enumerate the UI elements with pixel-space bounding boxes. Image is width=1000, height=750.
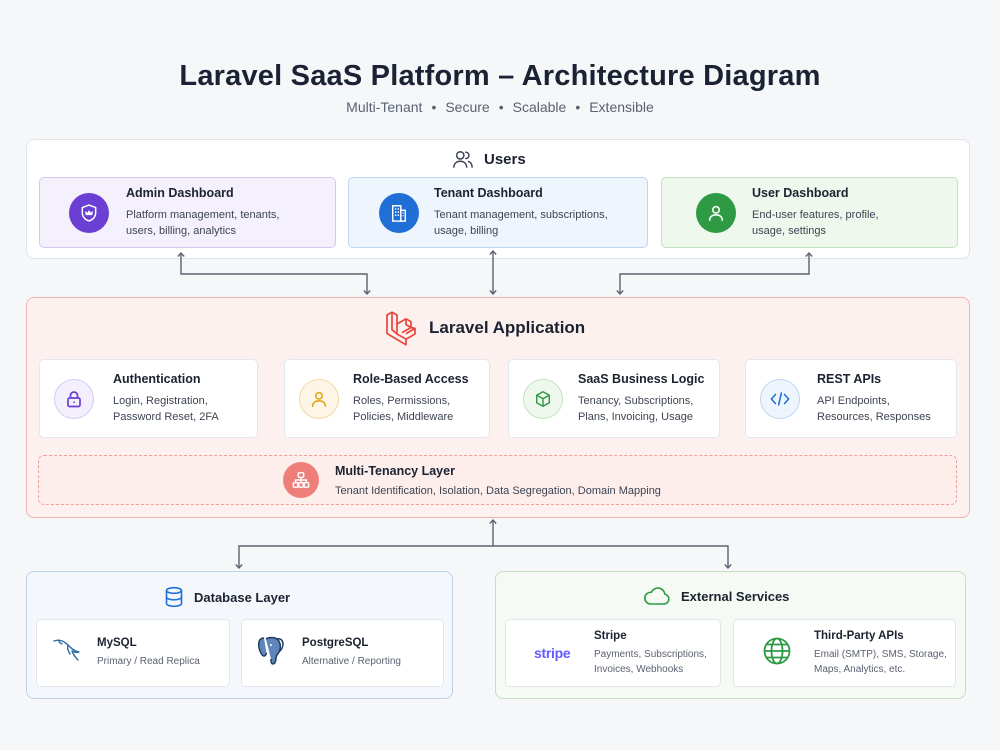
third-party-apis-title: Third-Party APIs <box>814 629 904 642</box>
external-services-header: External Services <box>643 586 789 606</box>
arrow-admin-to-app <box>177 251 371 296</box>
laravel-application-panel: Laravel Application Authentication Login… <box>26 297 970 518</box>
admin-dashboard-desc-1: Platform management, tenants, <box>126 209 280 221</box>
role-based-access-card[interactable]: Role-Based Access Roles, Permissions, Po… <box>284 359 490 438</box>
role-based-access-title: Role-Based Access <box>353 372 469 386</box>
tag-multi-tenant: Multi-Tenant <box>346 99 423 115</box>
tag-secure: Secure <box>445 99 490 115</box>
external-services-title: External Services <box>681 588 790 604</box>
authentication-card[interactable]: Authentication Login, Registration, Pass… <box>39 359 258 438</box>
rest-apis-desc-2: Resources, Responses <box>817 411 931 423</box>
third-party-apis-desc-2: Maps, Analytics, etc. <box>814 663 906 675</box>
stripe-desc-1: Payments, Subscriptions, <box>594 648 707 660</box>
tag-extensible: Extensible <box>589 99 654 115</box>
multi-tenancy-title: Multi-Tenancy Layer <box>335 464 455 478</box>
laravel-title: Laravel Application <box>429 318 586 337</box>
database-header: Database Layer <box>164 586 290 608</box>
lock-icon <box>54 378 94 419</box>
saas-business-logic-desc-1: Tenancy, Subscriptions, <box>578 395 694 407</box>
role-based-access-desc-2: Policies, Middleware <box>353 411 454 423</box>
admin-dashboard-desc-2: users, billing, analytics <box>126 225 237 237</box>
laravel-logo-icon <box>386 311 416 346</box>
database-icon <box>165 586 183 608</box>
third-party-apis-card[interactable]: Third-Party APIs Email (SMTP), SMS, Stor… <box>733 619 956 687</box>
user-icon <box>696 192 736 233</box>
building-icon <box>379 192 419 233</box>
page-title: Laravel SaaS Platform – Architecture Dia… <box>179 60 821 92</box>
saas-business-logic-title: SaaS Business Logic <box>578 372 705 386</box>
tenant-dashboard-title: Tenant Dashboard <box>434 186 543 200</box>
stripe-card[interactable]: stripe Stripe Payments, Subscriptions, I… <box>505 619 721 687</box>
tenant-dashboard-desc-1: Tenant management, subscriptions, <box>434 209 608 221</box>
multi-tenancy-desc: Tenant Identification, Isolation, Data S… <box>335 485 661 497</box>
postgresql-desc: Alternative / Reporting <box>302 656 401 667</box>
rest-apis-desc-1: API Endpoints, <box>817 395 890 407</box>
database-title: Database Layer <box>194 589 291 605</box>
arrow-app-to-external <box>493 545 732 570</box>
user-dashboard-desc-2: usage, settings <box>752 225 826 237</box>
multi-tenancy-layer: Multi-Tenancy Layer Tenant Identificatio… <box>38 455 957 505</box>
code-icon <box>760 378 800 419</box>
dolphin-icon <box>51 636 83 671</box>
stripe-desc-2: Invoices, Webhooks <box>594 663 684 675</box>
admin-dashboard-card[interactable]: Admin Dashboard Platform management, ten… <box>39 177 336 248</box>
third-party-apis-desc-1: Email (SMTP), SMS, Storage, <box>814 648 947 660</box>
authentication-desc-2: Password Reset, 2FA <box>113 411 219 423</box>
admin-dashboard-title: Admin Dashboard <box>126 186 234 200</box>
user-dashboard-desc-1: End-user features, profile, <box>752 209 879 221</box>
saas-business-logic-desc-2: Plans, Invoicing, Usage <box>578 411 693 423</box>
rest-apis-card[interactable]: REST APIs API Endpoints, Resources, Resp… <box>745 359 957 438</box>
cube-icon <box>523 378 563 419</box>
user-dashboard-title: User Dashboard <box>752 186 849 200</box>
authentication-title: Authentication <box>113 372 201 386</box>
user-dashboard-card[interactable]: User Dashboard End-user features, profil… <box>661 177 958 248</box>
arrow-user-to-app <box>616 251 813 296</box>
cloud-icon <box>644 587 670 605</box>
tenant-dashboard-card[interactable]: Tenant Dashboard Tenant management, subs… <box>348 177 648 248</box>
globe-icon <box>762 636 792 671</box>
mysql-desc: Primary / Read Replica <box>97 656 200 667</box>
tag-scalable: Scalable <box>512 99 567 115</box>
mysql-card[interactable]: MySQL Primary / Read Replica <box>36 619 230 687</box>
postgresql-title: PostgreSQL <box>302 637 369 649</box>
tenant-dashboard-desc-2: usage, billing <box>434 225 499 237</box>
rest-apis-title: REST APIs <box>817 372 882 386</box>
arrow-app-to-db <box>235 545 493 570</box>
external-services-panel: External Services stripe Stripe Payments… <box>495 571 966 699</box>
page-subtitle: Multi-Tenant•Secure•Scalable•Extensible <box>346 99 654 115</box>
database-layer-panel: Database Layer MySQL Primary / Read Repl… <box>26 571 453 699</box>
users-icon <box>453 151 473 168</box>
role-based-access-desc-1: Roles, Permissions, <box>353 395 451 407</box>
user-role-icon <box>299 378 339 419</box>
elephant-icon <box>256 635 286 672</box>
postgresql-card[interactable]: PostgreSQL Alternative / Reporting <box>241 619 444 687</box>
shield-crown-icon <box>69 192 109 233</box>
mysql-title: MySQL <box>97 637 137 649</box>
stripe-title: Stripe <box>594 629 627 642</box>
saas-business-logic-card[interactable]: SaaS Business Logic Tenancy, Subscriptio… <box>508 359 720 438</box>
users-panel: Users Admin Dashboard Platform managemen… <box>26 139 970 259</box>
authentication-desc-1: Login, Registration, <box>113 395 208 407</box>
stripe-logo: stripe <box>534 645 571 661</box>
users-header: Users <box>452 149 526 169</box>
hierarchy-icon <box>283 462 319 498</box>
users-title: Users <box>484 150 526 168</box>
laravel-header: Laravel Application <box>385 310 585 346</box>
